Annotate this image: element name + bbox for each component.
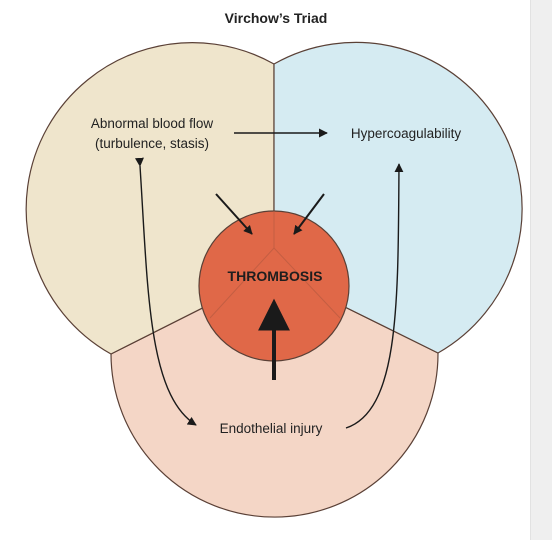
flow-endo-curved-arrow	[134, 157, 197, 426]
circle-dividers	[209, 211, 341, 319]
abnormal-blood-flow-label: Abnormal blood flow	[91, 116, 214, 131]
flow-to-thrombosis-arrow	[215, 193, 253, 235]
hypercoagulability-label: Hypercoagulability	[351, 126, 462, 141]
endo-coag-curved-arrow	[345, 163, 404, 429]
abnormal-blood-flow-sublabel: (turbulence, stasis)	[95, 136, 209, 151]
thrombosis-label: THROMBOSIS	[228, 268, 323, 284]
endothelial-injury-label: Endothelial injury	[220, 421, 323, 436]
coag-to-thrombosis-arrow	[293, 193, 325, 235]
diagram-title: Virchow’s Triad	[224, 10, 328, 26]
page-edge	[530, 0, 552, 540]
